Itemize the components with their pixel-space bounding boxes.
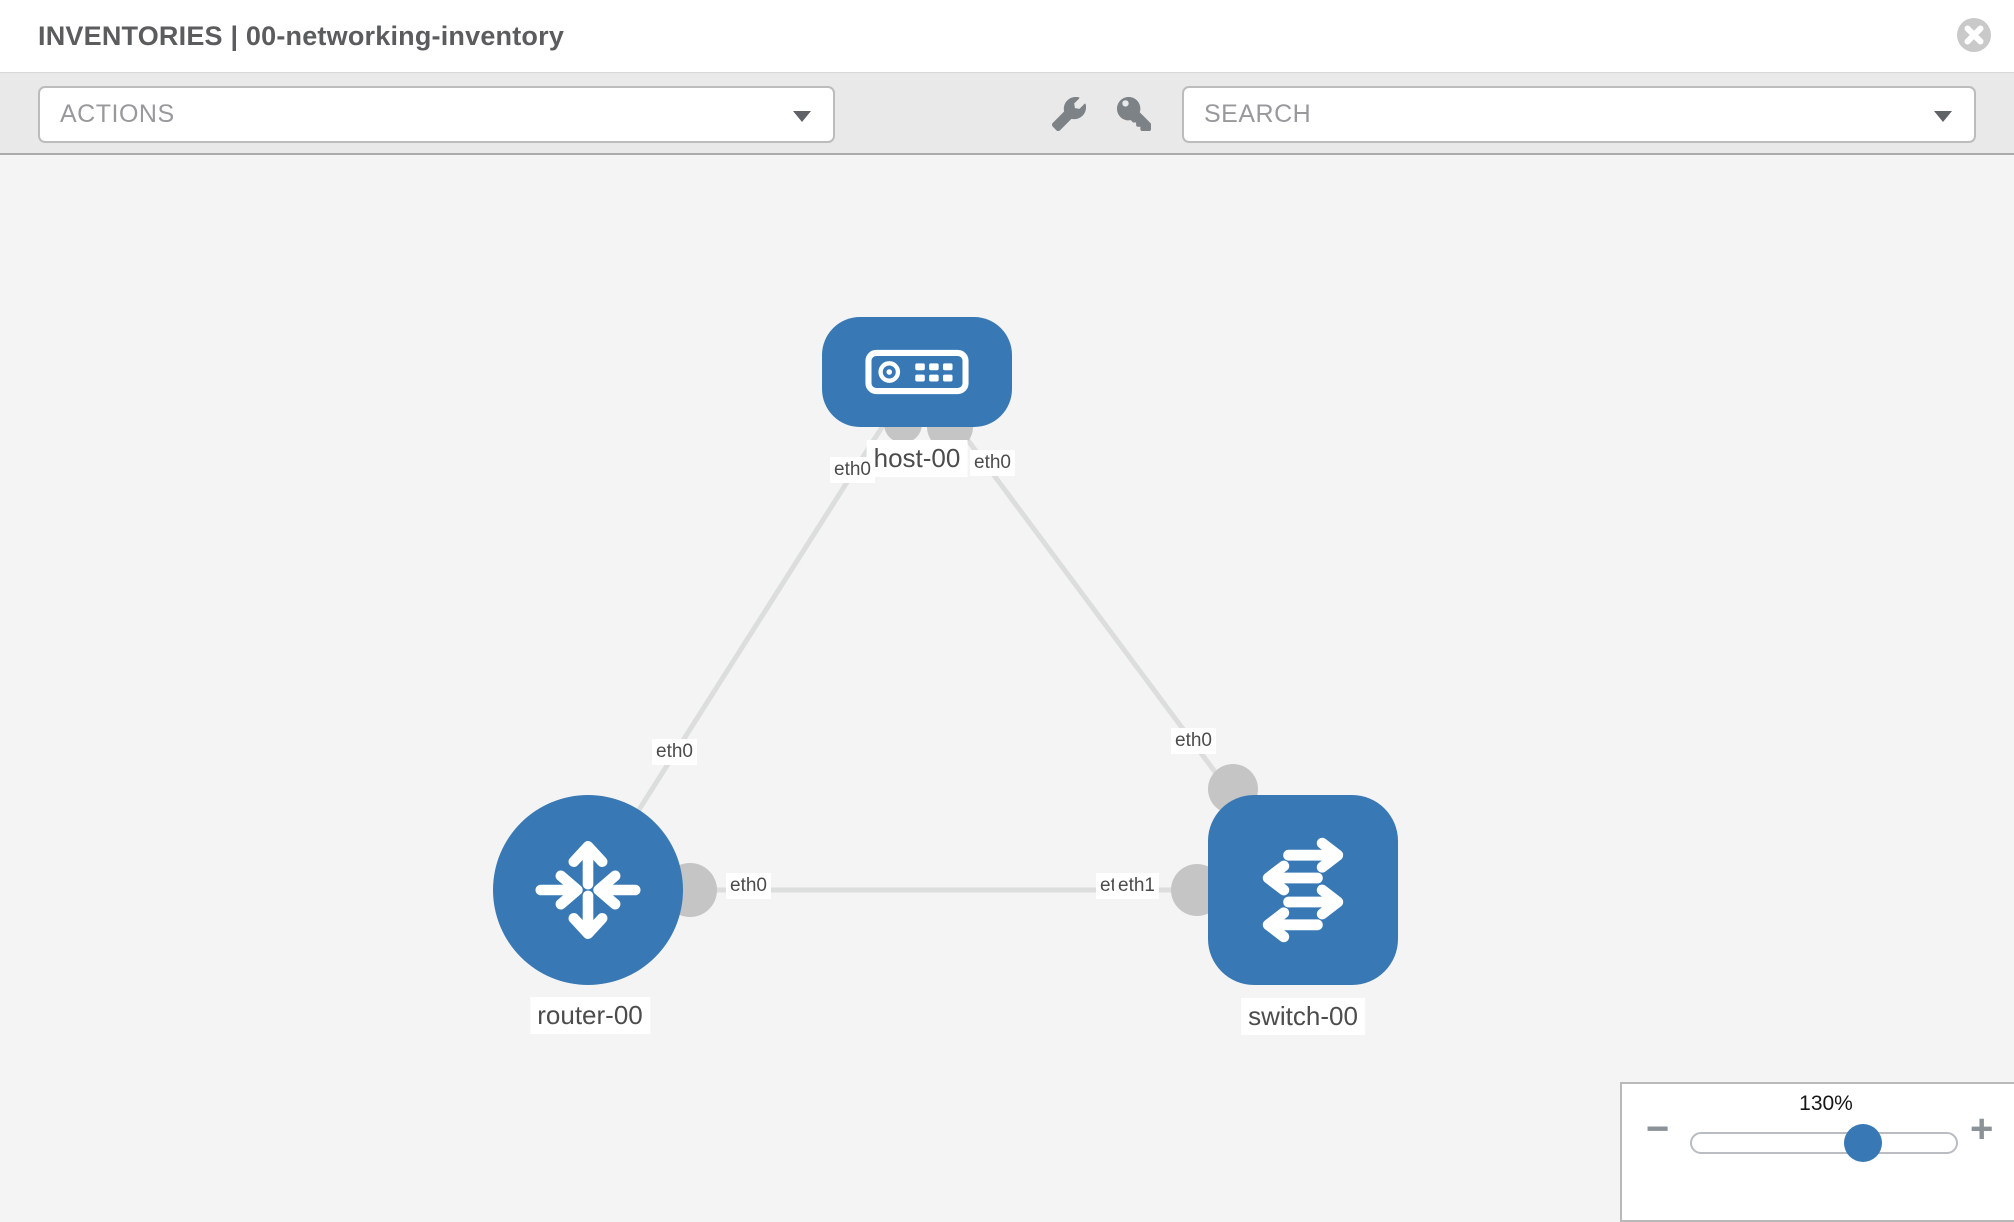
zoom-slider-thumb[interactable]	[1844, 1124, 1882, 1162]
interface-label-router-eth0-uplink: eth0	[652, 739, 697, 765]
zoom-in-button[interactable]: +	[1970, 1107, 1994, 1151]
node-label-router-00: router-00	[530, 997, 650, 1034]
wrench-icon	[1052, 97, 1086, 131]
topology-canvas[interactable]: host-00 router-00 switch-00 eth0 eth0 et…	[0, 157, 2014, 1200]
interface-label-router-eth0: eth0	[726, 873, 771, 899]
header: INVENTORIES | 00-networking-inventory	[0, 0, 2014, 72]
interface-label-host-eth0-left: eth0	[830, 457, 875, 483]
interface-label-switch-eth0-uplink: eth0	[1171, 728, 1216, 754]
zoom-level-value: 130%	[1799, 1092, 1853, 1115]
toolbar: ACTIONS SEARCH	[0, 72, 2014, 155]
page-title: INVENTORIES | 00-networking-inventory	[38, 20, 565, 51]
zoom-panel: 130% − +	[1620, 1082, 2014, 1222]
host-icon	[865, 349, 969, 395]
node-router-00[interactable]	[493, 795, 683, 985]
key-icon	[1117, 97, 1151, 131]
credentials-key-button[interactable]	[1116, 97, 1152, 133]
topology-edges	[585, 370, 1306, 917]
node-label-switch-00: switch-00	[1241, 998, 1365, 1035]
node-host-00[interactable]	[822, 317, 1012, 427]
actions-dropdown[interactable]: ACTIONS	[38, 86, 835, 143]
chevron-down-icon	[793, 110, 811, 122]
zoom-slider-track[interactable]	[1690, 1124, 1958, 1162]
actions-dropdown-label: ACTIONS	[60, 100, 175, 128]
switch-icon	[1262, 837, 1344, 943]
close-button[interactable]	[1956, 17, 1992, 53]
close-icon	[1957, 18, 1991, 52]
search-dropdown-label: SEARCH	[1204, 100, 1312, 128]
chevron-down-icon	[1934, 110, 1952, 122]
interface-label-switch-eth1: eth1	[1114, 873, 1159, 899]
interface-label-host-eth0-right: eth0	[970, 450, 1015, 476]
zoom-out-button[interactable]: −	[1646, 1107, 1670, 1151]
configure-topology-button[interactable]	[1051, 97, 1087, 133]
node-label-host-00: host-00	[866, 440, 968, 477]
node-switch-00[interactable]	[1208, 795, 1398, 985]
search-dropdown[interactable]: SEARCH	[1182, 86, 1976, 143]
router-icon	[535, 841, 641, 939]
